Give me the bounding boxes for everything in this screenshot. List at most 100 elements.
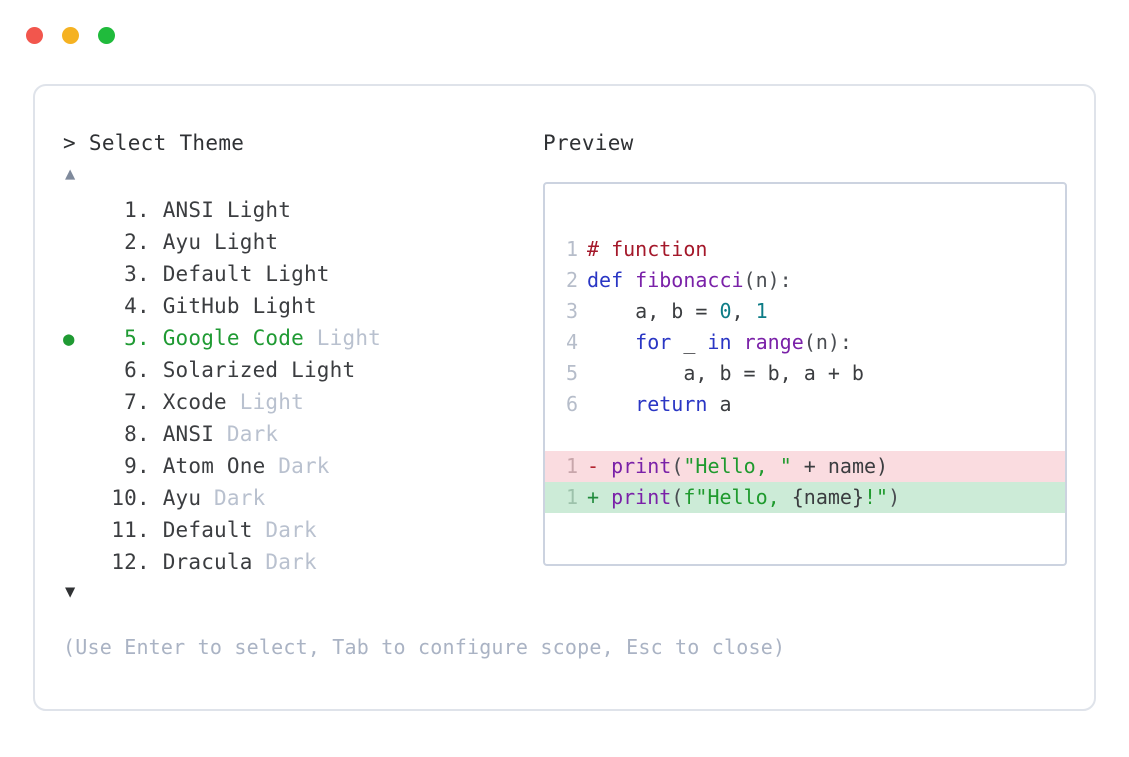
scroll-down-arrow-icon[interactable]: ▼	[65, 582, 76, 602]
theme-item-index: 4	[124, 294, 137, 318]
theme-item-index: 10	[111, 486, 137, 510]
theme-item-variant: Light	[278, 358, 356, 382]
theme-item-name: Google Code	[162, 326, 304, 350]
theme-picker-card: > Select Theme ▲ ●1. ANSI Light●2. Ayu L…	[33, 84, 1096, 711]
selection-bullet-icon: ●	[63, 328, 75, 350]
code-line-number: 1	[565, 485, 578, 509]
code-spacer	[545, 420, 1065, 451]
theme-item-index: 5	[124, 326, 137, 350]
theme-item-variant: Dark	[252, 518, 317, 542]
theme-item-name: Xcode	[162, 390, 227, 414]
code-token: f"Hello,	[683, 485, 792, 509]
theme-item-index-dot: .	[137, 486, 163, 510]
theme-item-name: Atom One	[162, 454, 266, 478]
theme-item-name: Ayu	[162, 486, 202, 510]
theme-item-index: 2	[124, 230, 137, 254]
theme-item-name: ANSI	[162, 198, 215, 222]
scroll-up-arrow-icon[interactable]: ▲	[65, 164, 76, 184]
code-line-number: 2	[565, 268, 578, 292]
code-line-text: def fibonacci(n):	[587, 265, 1065, 296]
theme-list-item[interactable]: ●9. Atom One Dark	[63, 450, 533, 482]
code-line-number: 1	[565, 237, 578, 261]
theme-list-item[interactable]: ●3. Default Light	[63, 258, 533, 290]
window-maximize-dot[interactable]	[98, 27, 115, 44]
code-token: def	[587, 268, 636, 292]
theme-list-item[interactable]: ●8. ANSI Dark	[63, 418, 533, 450]
theme-list-item[interactable]: ● 1. ANSI Light	[63, 194, 533, 226]
code-token: print	[611, 454, 672, 478]
code-token: a, b =	[587, 299, 720, 323]
theme-item-index-dot: .	[137, 550, 163, 574]
selection-bullet-icon: ●	[63, 451, 93, 483]
preview-column: Preview 1 # function 2 def fibonacci(n):3 a…	[543, 130, 1073, 566]
selection-bullet-icon: ●	[63, 355, 93, 387]
theme-item-index-dot: .	[137, 422, 163, 446]
theme-list-item[interactable]: ●12. Dracula Dark	[63, 546, 533, 578]
code-token: (n):	[743, 268, 792, 292]
theme-item-variant: Light	[201, 230, 279, 254]
theme-item-name: Default	[162, 262, 253, 286]
theme-list-item[interactable]: ●7. Xcode Light	[63, 386, 533, 418]
code-token: (n):	[803, 330, 852, 354]
selection-bullet-icon: ●	[63, 387, 93, 419]
theme-item-index: 1	[124, 198, 137, 222]
theme-item-index-dot: .	[137, 294, 163, 318]
theme-item-variant: Dark	[265, 454, 330, 478]
theme-list-item[interactable]: ●5. Google Code Light	[63, 322, 533, 354]
theme-list-item[interactable]: ●6. Solarized Light	[63, 354, 533, 386]
theme-item-index: 11	[111, 518, 137, 542]
selection-bullet-icon: ●	[63, 195, 93, 227]
diff-line-del: 1 - print("Hello, " + name)	[545, 451, 1065, 482]
code-token: )	[888, 485, 901, 509]
code-token: print	[611, 485, 672, 509]
theme-item-index-dot: .	[137, 198, 163, 222]
theme-list-item[interactable]: ●10. Ayu Dark	[63, 482, 533, 514]
selection-bullet-icon: ●	[63, 547, 93, 579]
window-close-dot[interactable]	[26, 27, 43, 44]
code-token: 0	[719, 299, 732, 323]
window-minimize-dot[interactable]	[62, 27, 79, 44]
code-line: 2 def fibonacci(n):	[545, 265, 1065, 296]
code-line-number: 6	[565, 392, 578, 416]
code-token: _	[671, 330, 708, 354]
code-token: "Hello, "	[683, 454, 792, 478]
code-line: 3 a, b = 0, 1	[545, 296, 1065, 327]
code-token: # function	[587, 237, 708, 261]
code-line: 1 # function	[545, 234, 1065, 265]
theme-item-variant: Dark	[214, 422, 279, 446]
code-line-text: return a	[587, 389, 1065, 420]
theme-item-index-dot: .	[137, 326, 163, 350]
code-token	[587, 330, 635, 354]
theme-selection-column: > Select Theme ▲ ●1. ANSI Light●2. Ayu L…	[63, 130, 533, 602]
preview-label: Preview	[543, 131, 634, 155]
theme-list-item[interactable]: ●11. Default Dark	[63, 514, 533, 546]
selection-bullet-icon: ●	[63, 259, 93, 291]
code-line: 4 for _ in range(n):	[545, 327, 1065, 358]
code-line-number: 1	[565, 454, 578, 478]
select-theme-prompt: > Select Theme	[63, 131, 245, 155]
theme-item-index-dot: .	[137, 518, 163, 542]
code-line-number: 4	[565, 330, 578, 354]
theme-item-variant: Light	[226, 390, 304, 414]
theme-list-item[interactable]: ●4. GitHub Light	[63, 290, 533, 322]
theme-item-variant: Light	[214, 198, 292, 222]
code-line: 5 a, b = b, a + b	[545, 358, 1065, 389]
code-token: a	[707, 392, 732, 416]
code-token: range	[743, 330, 804, 354]
code-token: (	[671, 454, 684, 478]
selection-bullet-icon: ●	[63, 419, 93, 451]
theme-item-index: 8	[124, 422, 137, 446]
theme-item-variant: Light	[252, 262, 330, 286]
theme-item-index-dot: .	[137, 230, 163, 254]
theme-item-index: 7	[124, 390, 137, 414]
theme-list[interactable]: ●1. ANSI Light●2. Ayu Light●3. Default L…	[63, 194, 533, 578]
theme-list-item[interactable]: ●2. Ayu Light	[63, 226, 533, 258]
code-line-text: - print("Hello, " + name)	[587, 451, 1065, 482]
code-token: 1	[755, 299, 768, 323]
window-titlebar	[26, 27, 115, 44]
theme-item-variant: Dark	[252, 550, 317, 574]
code-line-text: for _ in range(n):	[587, 327, 1065, 358]
theme-item-name: GitHub	[162, 294, 240, 318]
theme-item-variant: Light	[239, 294, 317, 318]
code-line-text: a, b = 0, 1	[587, 296, 1065, 327]
